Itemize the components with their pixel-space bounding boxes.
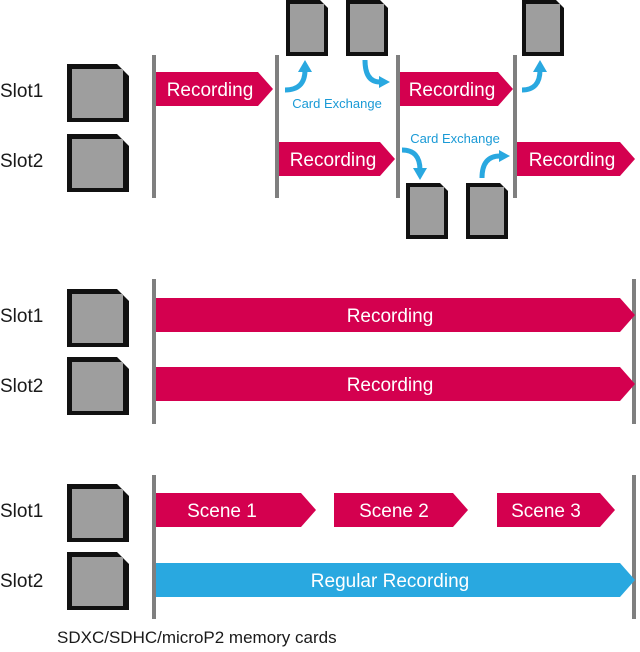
sd-card-icon xyxy=(466,183,508,239)
panel-scene-recording: Slot1 Slot2 Scene 1 Scene 2 Scene 3 Regu… xyxy=(0,475,636,619)
slot2-label: Slot2 xyxy=(0,376,43,397)
slot2-label: Slot2 xyxy=(0,571,43,592)
sd-card-icon xyxy=(67,289,129,347)
recording-label: Recording xyxy=(347,306,434,327)
panel-simultaneous-recording: Slot1 Slot2 Recording Recording xyxy=(0,279,636,424)
regular-recording-label: Regular Recording xyxy=(311,571,469,592)
sd-card-icon xyxy=(406,183,448,239)
slot2-label: Slot2 xyxy=(0,151,43,172)
recording-label: Recording xyxy=(409,80,496,101)
recording-bar xyxy=(279,142,395,176)
slot1-label: Slot1 xyxy=(0,501,43,522)
recording-bar xyxy=(517,142,635,176)
divider-line xyxy=(152,55,156,198)
divider-line xyxy=(275,55,279,198)
divider-line xyxy=(513,55,517,198)
scene-label: Scene 2 xyxy=(359,501,429,522)
sd-card-icon xyxy=(346,0,388,56)
panel-card-exchange: Slot1 Slot2 Recording Recording Recordin… xyxy=(0,0,635,239)
recording-bar xyxy=(156,298,635,332)
scene-label: Scene 3 xyxy=(511,501,581,522)
scene-label: Scene 1 xyxy=(187,501,257,522)
divider-line xyxy=(632,475,636,619)
divider-line xyxy=(152,475,156,619)
sd-card-icon xyxy=(67,552,129,610)
recording-label: Recording xyxy=(290,150,377,171)
card-exchange-note: Card Exchange xyxy=(410,131,500,146)
footer-caption: SDXC/SDHC/microP2 memory cards xyxy=(57,628,337,647)
slot1-label: Slot1 xyxy=(0,81,43,102)
divider-line xyxy=(396,55,400,198)
card-exchange-note: Card Exchange xyxy=(292,96,382,111)
curved-arrow-icon xyxy=(284,59,543,179)
recording-label: Recording xyxy=(347,375,434,396)
sd-card-icon xyxy=(67,64,129,122)
recording-bar xyxy=(156,367,635,401)
recording-bar xyxy=(156,72,273,106)
slot1-label: Slot1 xyxy=(0,306,43,327)
sd-card-icon xyxy=(522,0,564,56)
divider-line xyxy=(632,279,636,424)
regular-recording-bar xyxy=(156,563,635,597)
sd-card-icon xyxy=(67,357,129,415)
divider-line xyxy=(152,279,156,424)
scene-bar xyxy=(334,493,468,527)
recording-label: Recording xyxy=(529,150,616,171)
recording-label: Recording xyxy=(167,80,254,101)
sd-card-icon xyxy=(67,134,129,192)
sd-card-icon xyxy=(286,0,328,56)
scene-bar xyxy=(156,493,316,527)
sd-card-icon xyxy=(67,484,129,542)
arrow-heads xyxy=(298,60,547,180)
recording-bar xyxy=(400,72,513,106)
scene-bar xyxy=(497,493,615,527)
